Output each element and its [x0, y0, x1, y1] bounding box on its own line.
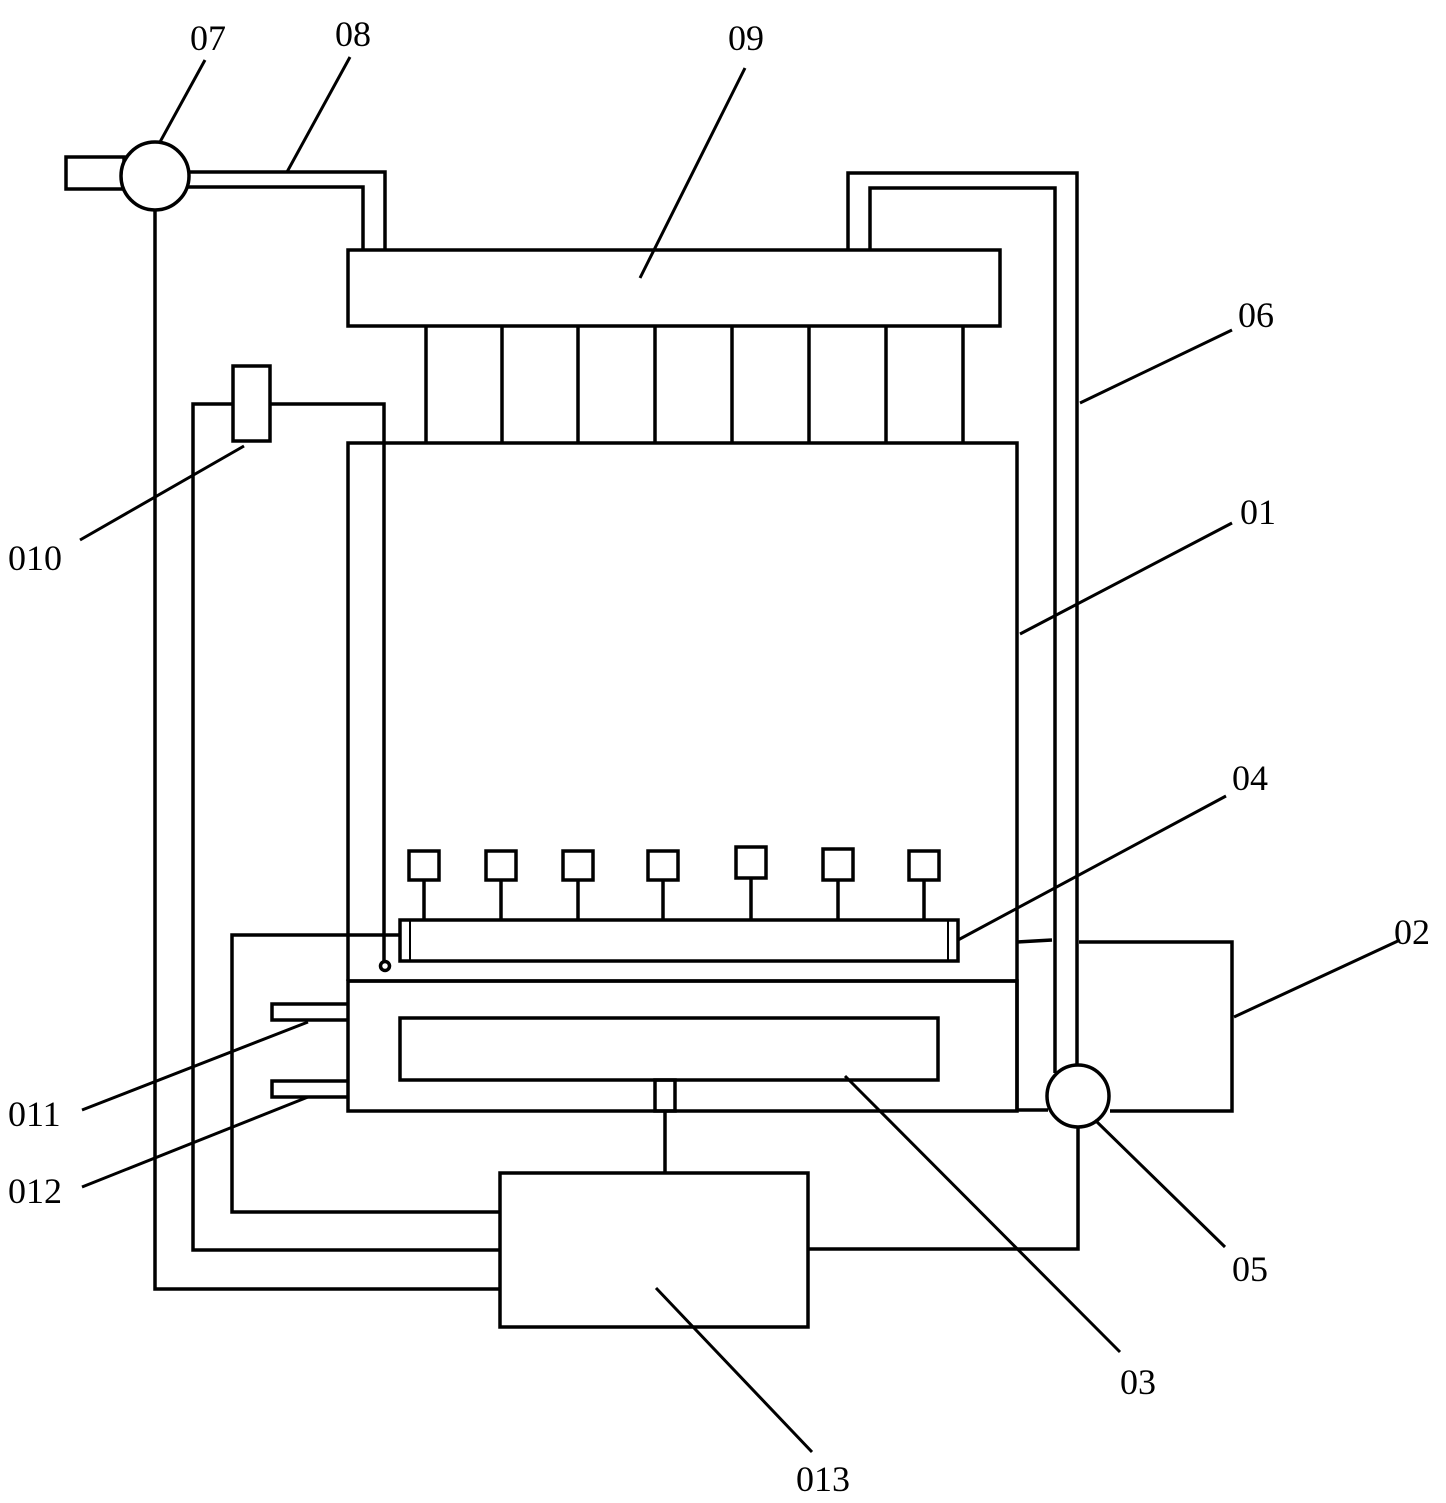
- label-05: 05: [1232, 1249, 1268, 1289]
- tank-02: [1016, 938, 1234, 1113]
- sensor-010: [191, 364, 500, 1252]
- label-09: 09: [728, 18, 764, 58]
- top-header-box-09: [346, 248, 1002, 443]
- label-04: 04: [1232, 758, 1268, 798]
- controller-box-013: [498, 1171, 810, 1329]
- base-box-03: [346, 979, 1019, 1173]
- label-03: 03: [1120, 1362, 1156, 1402]
- main-chamber-01: [346, 441, 1019, 1110]
- pump-05: [1045, 1063, 1111, 1129]
- label-012: 012: [8, 1171, 62, 1211]
- leader-lines: [79, 56, 1401, 1454]
- supply-pipe-08: [188, 170, 387, 250]
- label-07: 07: [190, 18, 226, 58]
- side-port-012: [270, 1079, 348, 1099]
- return-pipe-06: [846, 171, 1079, 1073]
- label-02: 02: [1394, 912, 1430, 952]
- label-06: 06: [1238, 295, 1274, 335]
- valve-07: [64, 140, 191, 212]
- control-wiring: [153, 210, 1080, 1291]
- label-010: 010: [8, 538, 62, 578]
- tray-04: [398, 845, 960, 963]
- side-port-011: [270, 1002, 348, 1022]
- label-011: 011: [8, 1094, 61, 1134]
- label-08: 08: [335, 14, 371, 54]
- label-01: 01: [1240, 492, 1276, 532]
- part-labels: 07 08 09 06 01 04 02 05 03 010 011 012 0…: [8, 14, 1430, 1499]
- label-013: 013: [796, 1459, 850, 1499]
